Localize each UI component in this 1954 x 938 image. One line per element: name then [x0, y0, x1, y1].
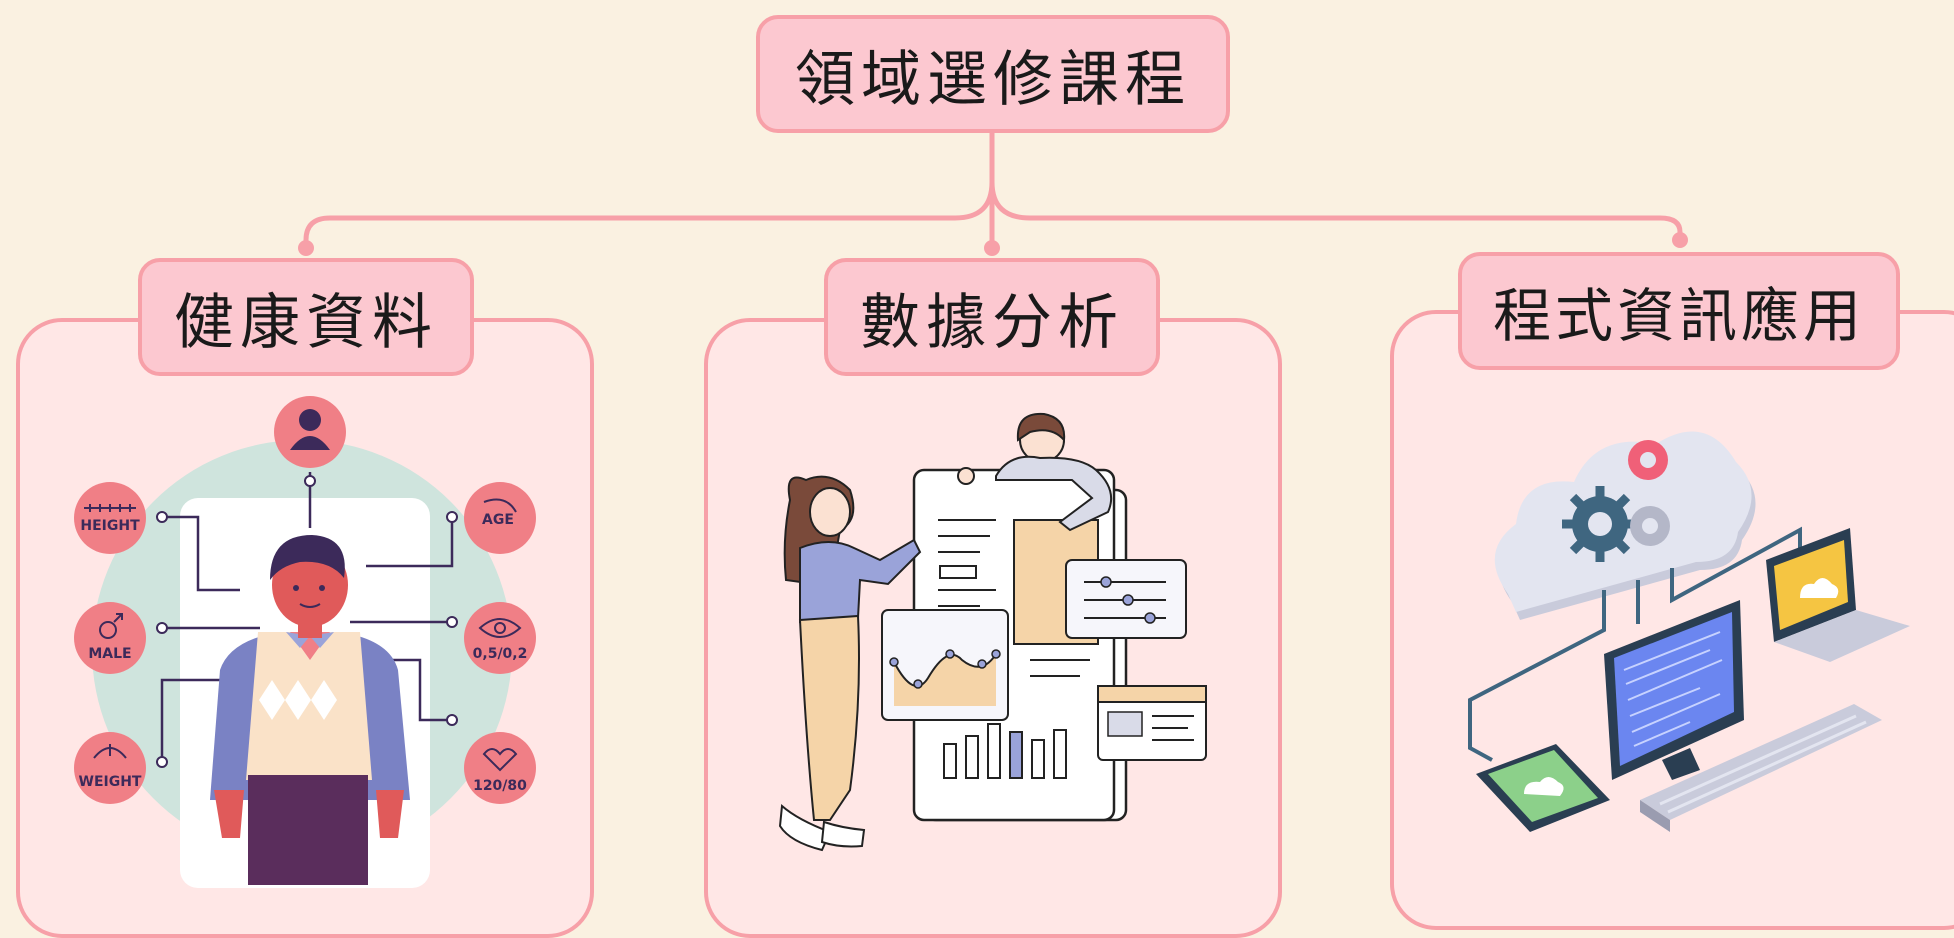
category-health-text: 健康資料	[174, 287, 438, 358]
programming-illustration	[1468, 431, 1910, 832]
category-programming-text: 程式資訊應用	[1492, 282, 1865, 350]
root-title: 領域選修課程	[756, 15, 1230, 133]
root-title-text: 領域選修課程	[795, 44, 1191, 115]
badge-age: AGE	[482, 512, 514, 528]
category-data-analysis: 數據分析	[824, 258, 1160, 376]
data-analysis-illustration	[778, 412, 1207, 852]
category-health: 健康資料	[138, 258, 474, 376]
badge-male: MALE	[88, 646, 131, 662]
health-illustration: HEIGHT MALE WEIGHT AGE 0,5/0,2 120/80	[74, 396, 536, 888]
badge-vision: 0,5/0,2	[473, 646, 528, 662]
badge-weight: WEIGHT	[79, 774, 142, 790]
badge-blood-pressure: 120/80	[473, 778, 527, 794]
connector-lines	[298, 130, 1688, 256]
badge-height: HEIGHT	[80, 518, 140, 534]
category-programming: 程式資訊應用	[1458, 252, 1900, 370]
category-data-analysis-text: 數據分析	[860, 287, 1124, 358]
